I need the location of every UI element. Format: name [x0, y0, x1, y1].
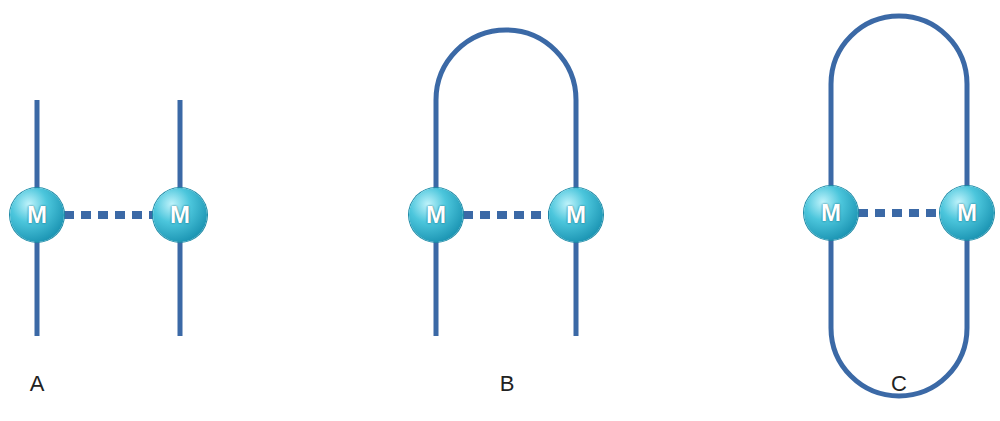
metal-metal-interaction [463, 211, 549, 219]
atom-symbol: M [27, 203, 47, 227]
metal-atom: M [10, 188, 64, 242]
metal-metal-interaction [858, 209, 940, 217]
panel-label: C [891, 373, 907, 395]
metal-metal-interaction [64, 211, 153, 219]
metal-atom: M [940, 186, 994, 240]
atom-symbol: M [821, 201, 841, 225]
atom-symbol: M [170, 203, 190, 227]
metal-atom: M [409, 188, 463, 242]
metal-atom: M [549, 188, 603, 242]
atom-symbol: M [957, 201, 977, 225]
atom-symbol: M [426, 203, 446, 227]
metal-atom: M [804, 186, 858, 240]
panel-label: A [30, 373, 45, 395]
panel-label: B [500, 373, 515, 395]
metal-atom: M [153, 188, 207, 242]
bridging-ligand [436, 30, 576, 336]
atom-symbol: M [566, 203, 586, 227]
